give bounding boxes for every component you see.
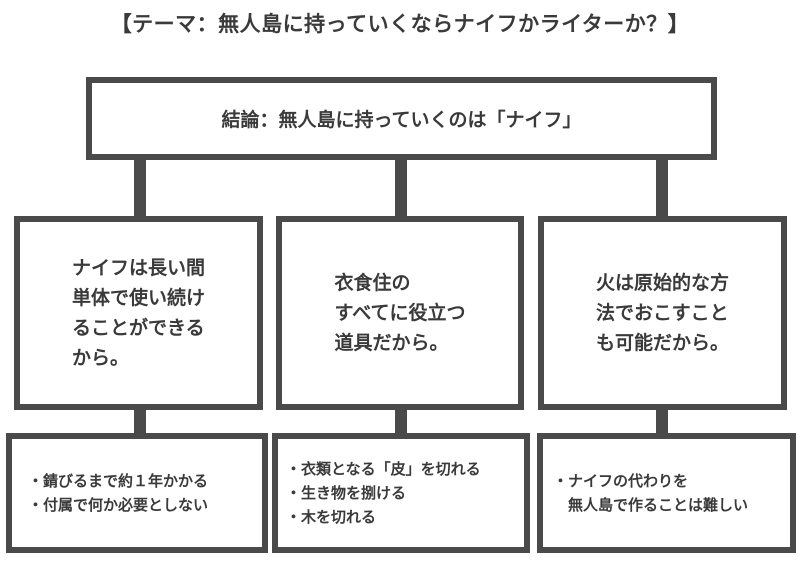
detail-2-list: 衣類となる「皮」を切れる 生き物を捌ける 木を切れる	[278, 457, 481, 529]
reason-box-2: 衣食住の すべてに役立つ 道具だから。	[276, 216, 524, 410]
reason-3-line-2: 法でおこすこと	[595, 302, 729, 324]
connector-main-to-reason-1	[134, 158, 146, 218]
detail-1-item-2: 付属で何か必要としない	[28, 493, 208, 517]
detail-2-item-3: 木を切れる	[286, 505, 481, 529]
connector-reason-2-to-detail-2	[395, 408, 407, 435]
connector-reason-3-to-detail-3	[656, 408, 668, 435]
reason-1-line-4: から。	[71, 347, 129, 369]
reason-3-line-1: 火は原始的な方	[595, 272, 729, 294]
reason-1-line-2: 単体で使い続け	[71, 287, 205, 309]
detail-3-list: ナイフの代わりを 無人島で作ることは難しい	[543, 469, 748, 517]
detail-3-item-1: ナイフの代わりを	[553, 469, 748, 493]
reason-1-line-3: ることができる	[71, 317, 205, 339]
detail-box-3: ナイフの代わりを 無人島で作ることは難しい	[537, 433, 796, 553]
diagram-title: 【テーマ：無人島に持っていくならナイフかライターか？】	[110, 12, 690, 36]
connector-reason-1-to-detail-1	[134, 408, 146, 435]
reason-box-3: 火は原始的な方 法でおこすこと も可能だから。	[538, 216, 787, 410]
reason-2-line-2: すべてに役立つ	[334, 302, 466, 324]
reason-2-line-1: 衣食住の	[334, 272, 411, 294]
detail-2-item-2: 生き物を捌ける	[286, 481, 481, 505]
detail-3-item-2: 無人島で作ることは難しい	[568, 496, 749, 514]
detail-1-item-1: 錆びるまで約１年かかる	[28, 469, 208, 493]
reason-box-1: ナイフは長い間 単体で使い続け ることができる から。	[14, 216, 263, 410]
reason-2-line-3: 道具だから。	[334, 332, 449, 354]
detail-box-1: 錆びるまで約１年かかる 付属で何か必要としない	[6, 433, 268, 553]
conclusion-text: 結論：無人島に持っていくのは「ナイフ」	[221, 109, 582, 131]
detail-1-list: 錆びるまで約１年かかる 付属で何か必要としない	[12, 469, 208, 517]
connector-main-to-reason-2	[395, 158, 407, 218]
reason-1-line-1: ナイフは長い間	[71, 257, 205, 279]
conclusion-box: 結論：無人島に持っていくのは「ナイフ」	[86, 77, 717, 160]
connector-main-to-reason-3	[656, 158, 668, 218]
reason-3-line-3: も可能だから。	[595, 332, 729, 354]
detail-box-2: 衣類となる「皮」を切れる 生き物を捌ける 木を切れる	[272, 433, 530, 553]
detail-2-item-1: 衣類となる「皮」を切れる	[286, 457, 481, 481]
